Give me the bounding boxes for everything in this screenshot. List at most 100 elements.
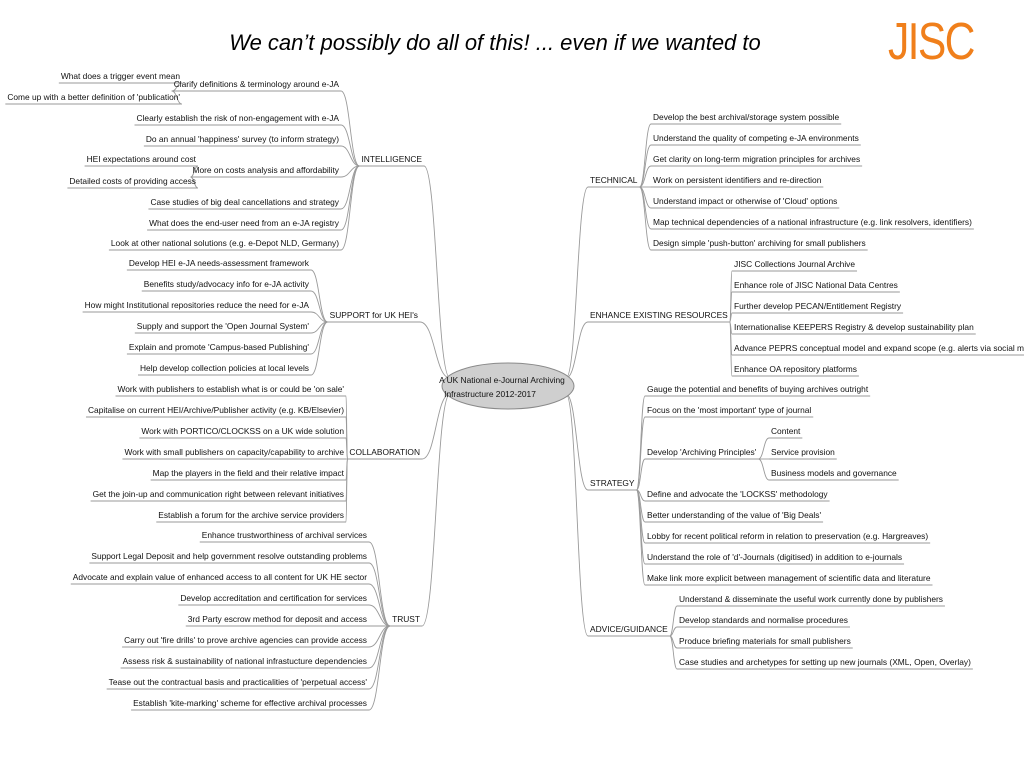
strategy-item: Better understanding of the value of 'Bi… <box>647 510 821 520</box>
intelligence-subitem: Come up with a better definition of 'pub… <box>7 92 180 102</box>
branch-label-collaboration: COLLABORATION <box>349 447 420 457</box>
connector-support-item <box>310 290 328 323</box>
strategy-item: Develop 'Archiving Principles' <box>647 447 757 457</box>
enhance-item: JISC Collections Journal Archive <box>734 259 855 269</box>
technical-item: Understand the quality of competing e-JA… <box>653 133 859 143</box>
connector-intelligence-subitem <box>171 90 183 105</box>
connector-strategy-item <box>636 416 646 491</box>
strategy-item: Make link more explicit between manageme… <box>647 573 931 583</box>
connector-center-collaboration <box>421 393 451 460</box>
branch-label-trust: TRUST <box>392 614 420 624</box>
connector-collaboration-item <box>345 458 348 523</box>
strategy-item: Understand the role of 'd'-Journals (dig… <box>647 552 902 562</box>
connector-support-item <box>310 269 328 323</box>
advice-item: Develop standards and normalise procedur… <box>679 615 848 625</box>
connector-intelligence-item <box>340 165 360 251</box>
connector-center-advice <box>565 393 589 637</box>
central-node-line-1: A UK National e-Journal Archiving <box>439 375 565 385</box>
mind-map-nodes: INTELLIGENCE Clarify definitions & termin… <box>7 71 1024 708</box>
slide-title: We can’t possibly do all of this! ... ev… <box>229 30 761 55</box>
connector-center-technical <box>565 186 589 379</box>
central-node-line-2: Infrastructure 2012-2017 <box>444 389 536 399</box>
branch-label-intelligence: INTELLIGENCE <box>361 154 422 164</box>
technical-item: Work on persistent identifiers and re-di… <box>653 175 822 185</box>
connector-center-strategy <box>565 393 589 491</box>
connector-trust-item <box>368 541 391 627</box>
central-node-ellipse <box>441 362 575 410</box>
connector-technical-item <box>639 186 652 251</box>
trust-item: Carry out 'fire drills' to prove archive… <box>124 635 367 645</box>
connector-trust-item <box>368 604 391 627</box>
trust-item: Tease out the contractual basis and prac… <box>109 677 368 687</box>
advice-item: Produce briefing materials for small pub… <box>679 636 851 646</box>
intelligence-item: Do an annual 'happiness' survey (to info… <box>146 134 339 144</box>
branch-label-advice: ADVICE/GUIDANCE <box>590 624 668 634</box>
central-node: A UK National e-Journal Archiving Infras… <box>439 362 575 410</box>
strategy-item: Gauge the potential and benefits of buyi… <box>647 384 869 394</box>
branch-label-strategy: STRATEGY <box>590 478 635 488</box>
connector-technical-item <box>639 144 652 188</box>
connector-collaboration-item <box>345 437 348 460</box>
technical-item: Understand impact or otherwise of 'Cloud… <box>653 196 837 206</box>
connector-strategy-subitem <box>758 437 770 460</box>
intelligence-item: Clarify definitions & terminology around… <box>174 79 340 89</box>
enhance-item: Advance PEPRS conceptual model and expan… <box>734 343 1024 353</box>
enhance-item: Enhance OA repository platforms <box>734 364 857 374</box>
support-item: Develop HEI e-JA needs-assessment framew… <box>129 258 310 268</box>
advice-item: Understand & disseminate the useful work… <box>679 594 943 604</box>
enhance-item: Internationalise KEEPERS Registry & deve… <box>734 322 974 332</box>
connector-trust-item <box>368 625 391 669</box>
strategy-subitem: Content <box>771 426 801 436</box>
connector-trust-item <box>368 583 391 627</box>
connector-intelligence-subitem <box>190 176 199 189</box>
connector-intelligence-item <box>340 124 360 167</box>
intelligence-subitem: Detailed costs of providing access <box>69 176 196 186</box>
branch-label-technical: TECHNICAL <box>590 175 638 185</box>
intelligence-item: Look at other national solutions (e.g. e… <box>111 238 339 248</box>
strategy-subitem: Business models and governance <box>771 468 897 478</box>
mind-map-connectors <box>5 82 1024 711</box>
trust-item: Develop accreditation and certification … <box>180 593 367 603</box>
collaboration-item: Map the players in the field and their r… <box>153 468 345 478</box>
collaboration-item: Get the join-up and communication right … <box>93 489 344 499</box>
advice-item: Case studies and archetypes for setting … <box>679 657 971 667</box>
collaboration-item: Establish a forum for the archive servic… <box>158 510 344 520</box>
technical-item: Develop the best archival/storage system… <box>653 112 840 122</box>
connector-intelligence-subitem <box>190 165 199 178</box>
support-item: How might Institutional repositories red… <box>85 300 310 310</box>
connector-advice-item <box>669 605 678 637</box>
connector-center-trust <box>421 393 451 627</box>
connector-center-support <box>419 321 451 379</box>
intelligence-item: What does the end-user need from an e-JA… <box>149 218 340 228</box>
connector-strategy-item <box>636 489 646 586</box>
technical-item: Map technical dependencies of a national… <box>653 217 972 227</box>
connector-intelligence-item <box>340 165 360 210</box>
trust-item: 3rd Party escrow method for deposit and … <box>188 614 367 624</box>
support-item: Supply and support the 'Open Journal Sys… <box>137 321 310 331</box>
connector-trust-item <box>368 562 391 627</box>
connector-support-item <box>310 321 328 376</box>
connector-center-intelligence <box>423 165 451 379</box>
strategy-item: Focus on the 'most important' type of jo… <box>647 405 811 415</box>
connector-strategy-item <box>636 458 646 491</box>
trust-item: Assess risk & sustainability of national… <box>123 656 367 666</box>
connector-intelligence-subitem <box>171 82 183 92</box>
support-item: Benefits study/advocacy info for e-JA ac… <box>144 279 310 289</box>
connector-trust-item <box>368 625 391 711</box>
intelligence-subitem: HEI expectations around cost <box>87 154 197 164</box>
collaboration-item: Work with publishers to establish what i… <box>118 384 345 394</box>
connector-intelligence-item <box>340 90 360 167</box>
jisc-logo: JISC <box>888 13 975 71</box>
intelligence-item: Case studies of big deal cancellations a… <box>150 197 339 207</box>
collaboration-item: Work with PORTICO/CLOCKSS on a UK wide s… <box>141 426 344 436</box>
connector-strategy-item <box>636 489 646 565</box>
intelligence-subitem: What does a trigger event mean <box>61 71 181 81</box>
connector-advice-item <box>669 635 678 670</box>
support-item: Help develop collection policies at loca… <box>140 363 309 373</box>
connector-support-item <box>310 311 328 323</box>
strategy-item: Define and advocate the 'LOCKSS' methodo… <box>647 489 828 499</box>
intelligence-item: Clearly establish the risk of non-engage… <box>137 113 340 123</box>
collaboration-item: Work with small publishers on capacity/c… <box>124 447 344 457</box>
trust-item: Advocate and explain value of enhanced a… <box>73 572 367 582</box>
connector-intelligence-item <box>340 165 360 231</box>
